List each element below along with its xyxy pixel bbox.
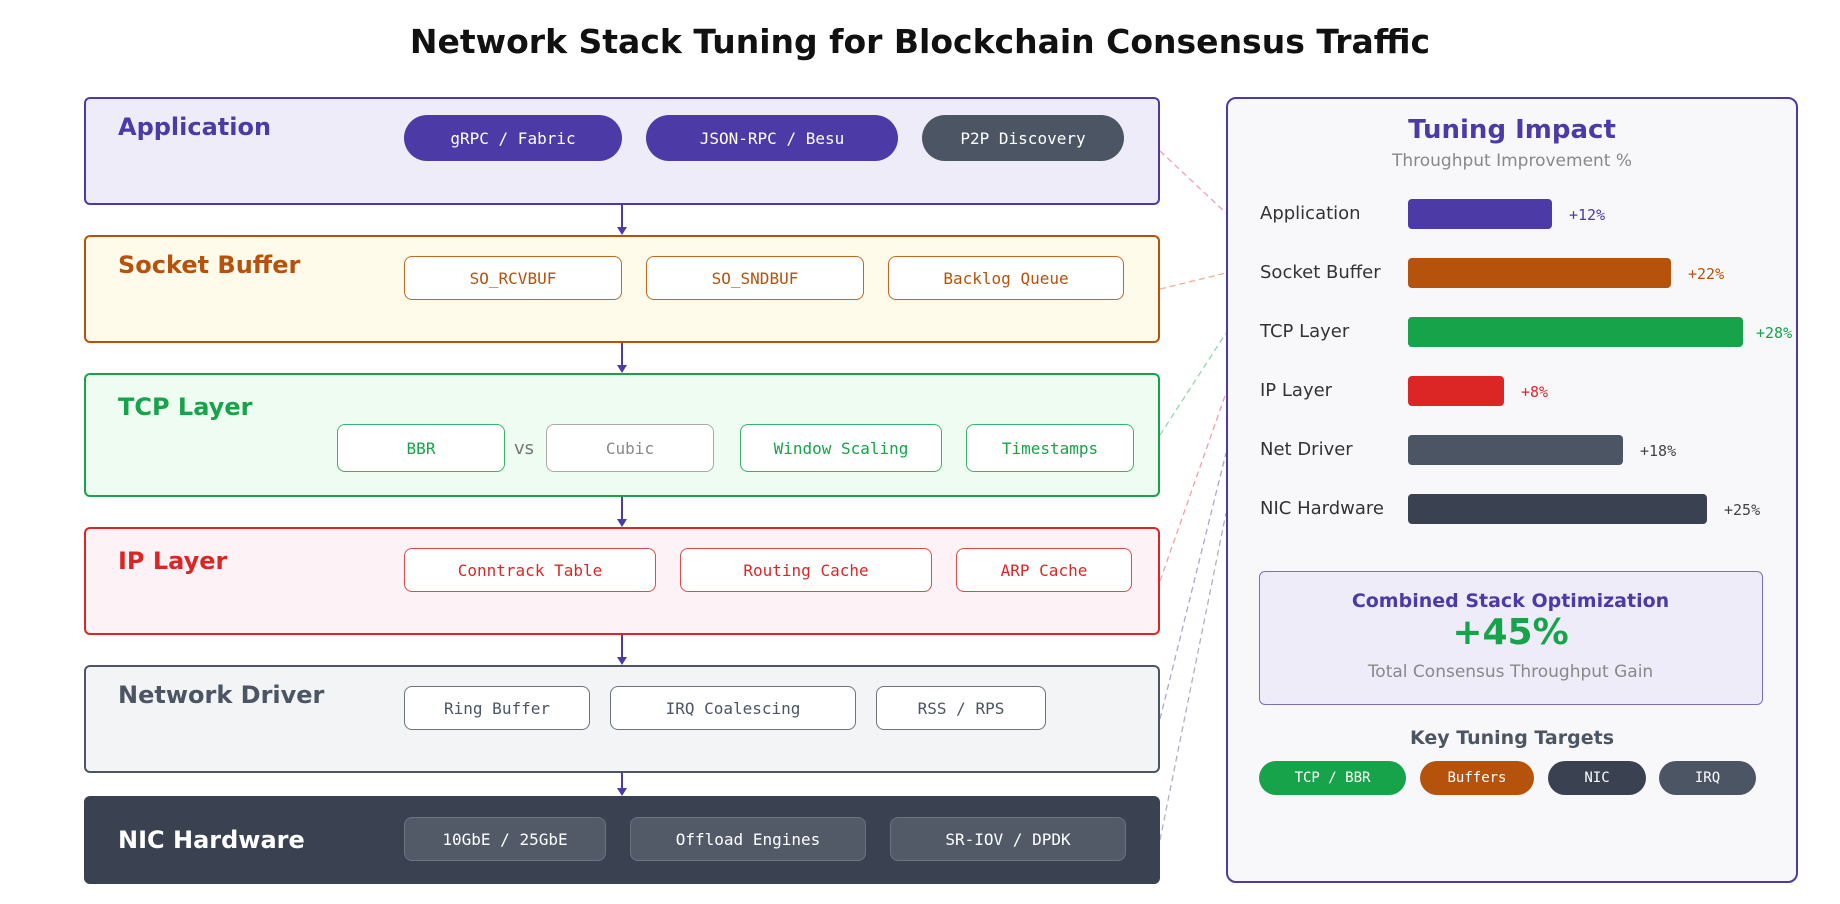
layer-network-driver: Network Driver Ring Buffer IRQ Coalescin… <box>84 665 1160 773</box>
bar-value-label: +18% <box>1640 442 1677 460</box>
target-buffers: Buffers <box>1420 761 1534 795</box>
page-title: Network Stack Tuning for Blockchain Cons… <box>409 22 1431 61</box>
layer-arrowhead <box>617 227 627 235</box>
layer-arrowhead <box>617 519 627 527</box>
impact-bar <box>1408 199 1552 229</box>
vs-label: vs <box>514 438 535 459</box>
chip-conntrack-table: Conntrack Table <box>404 548 656 592</box>
layer-label: Network Driver <box>118 681 325 709</box>
combined-title: Combined Stack Optimization <box>1351 590 1670 612</box>
chip-ring-buffer: Ring Buffer <box>404 686 590 730</box>
dashed-connector <box>1159 332 1227 436</box>
chip-grpc-fabric: gRPC / Fabric <box>404 115 622 161</box>
bar-label: IP Layer <box>1260 380 1333 401</box>
layer-label: NIC Hardware <box>118 826 305 854</box>
layer-label: Application <box>118 113 272 141</box>
chip-window-scaling: Window Scaling <box>740 424 942 472</box>
chip-cubic: Cubic <box>546 424 714 472</box>
key-targets-title: Key Tuning Targets <box>1409 727 1615 749</box>
chip-so-sndbuf: SO_SNDBUF <box>646 256 864 300</box>
bar-value-label: +12% <box>1569 206 1606 224</box>
dashed-connector <box>1159 512 1227 841</box>
tuning-impact-panel: Tuning Impact Throughput Improvement % A… <box>1226 97 1798 883</box>
chip-json-rpc-besu: JSON-RPC / Besu <box>646 115 898 161</box>
target-tcp-bbr: TCP / BBR <box>1259 761 1406 795</box>
layer-label: IP Layer <box>118 547 228 575</box>
layer-socket-buffer: Socket Buffer SO_RCVBUF SO_SNDBUF Backlo… <box>84 235 1160 343</box>
layer-nic-hardware: NIC Hardware 10GbE / 25GbE Offload Engin… <box>84 796 1160 884</box>
impact-title: Tuning Impact <box>1408 115 1616 145</box>
chip-10gbe-25gbe: 10GbE / 25GbE <box>404 817 606 861</box>
impact-bar <box>1408 258 1671 288</box>
dashed-connector <box>1159 272 1227 290</box>
dashed-connector <box>1159 150 1227 214</box>
impact-bar <box>1408 435 1623 465</box>
layer-tcp: TCP Layer BBR vs Cubic Window Scaling Ti… <box>84 373 1160 497</box>
layer-arrowhead <box>617 365 627 373</box>
bar-value-label: +28% <box>1756 324 1793 342</box>
dashed-connector <box>1159 452 1227 720</box>
layer-arrowhead <box>617 657 627 665</box>
layer-application: Application gRPC / Fabric JSON-RPC / Bes… <box>84 97 1160 205</box>
combined-value: +45% <box>1452 612 1569 653</box>
bar-label: NIC Hardware <box>1260 498 1384 519</box>
chip-sr-iov-dpdk: SR-IOV / DPDK <box>890 817 1126 861</box>
bar-value-label: +25% <box>1724 501 1761 519</box>
chip-arp-cache: ARP Cache <box>956 548 1132 592</box>
bar-label: Socket Buffer <box>1260 262 1381 283</box>
bar-value-label: +22% <box>1688 265 1725 283</box>
combined-subtitle: Total Consensus Throughput Gain <box>1367 662 1654 682</box>
chip-routing-cache: Routing Cache <box>680 548 932 592</box>
bar-label: Application <box>1260 203 1361 224</box>
combined-optimization-box: Combined Stack Optimization +45% Total C… <box>1259 571 1763 705</box>
chip-rss-rps: RSS / RPS <box>876 686 1046 730</box>
target-nic: NIC <box>1548 761 1646 795</box>
chip-so-rcvbuf: SO_RCVBUF <box>404 256 622 300</box>
bar-value-label: +8% <box>1521 383 1549 401</box>
chip-p2p-discovery: P2P Discovery <box>922 115 1124 161</box>
layer-label: Socket Buffer <box>118 251 301 279</box>
chip-bbr: BBR <box>337 424 505 472</box>
layer-label: TCP Layer <box>118 393 253 421</box>
chip-offload-engines: Offload Engines <box>630 817 866 861</box>
layer-ip: IP Layer Conntrack Table Routing Cache A… <box>84 527 1160 635</box>
bar-label: TCP Layer <box>1260 321 1350 342</box>
chip-timestamps: Timestamps <box>966 424 1134 472</box>
layer-arrowhead <box>617 788 627 796</box>
impact-bar <box>1408 376 1504 406</box>
chip-irq-coalescing: IRQ Coalescing <box>610 686 856 730</box>
bar-label: Net Driver <box>1260 439 1353 460</box>
impact-bar <box>1408 317 1743 347</box>
impact-bar <box>1408 494 1707 524</box>
chip-backlog-queue: Backlog Queue <box>888 256 1124 300</box>
target-irq: IRQ <box>1659 761 1756 795</box>
impact-subtitle: Throughput Improvement % <box>1391 151 1633 171</box>
dashed-connector <box>1159 392 1227 582</box>
